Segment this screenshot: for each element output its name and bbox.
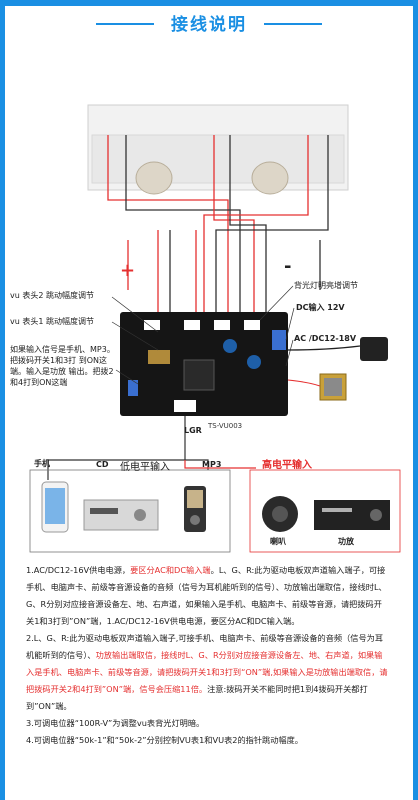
phone-label: 手机 [34, 459, 50, 468]
low-level-input-label: 低电平输入 [120, 462, 170, 473]
vu2-adjust-label: vu 表头2 跳动幅度调节 [10, 291, 94, 300]
positive-terminal-label: + [120, 260, 136, 281]
desc-p2-highlight: 功放输出端取信，接线时L、G、R分别对应接音源设备左、地、右声道，如果输入是手机… [26, 650, 388, 694]
vu1-adjust-label: vu 表头1 跳动幅度调节 [10, 317, 94, 326]
negative-terminal-label: - [284, 256, 292, 277]
vu-meter-left-knob [135, 161, 173, 195]
description-block: 1.AC/DC12-16V供电电源，要区分AC和DC输入端。L、G、R:此为驱动… [26, 562, 390, 749]
dip-switch-note: 如果输入信号是手机、MP3。把拨码开关1和3打 到ON这端。输入是功放 输出。把… [10, 345, 115, 387]
wiring-diagram: + - TS-VU003 vu 表头2 跳动幅度调节 vu 表头1 跳动幅度调节… [8, 50, 410, 560]
backlight-adjust-label: 背光灯明亮增调节 [294, 281, 358, 290]
mp3-label: MP3 [202, 460, 222, 469]
board-model-label: TS-VU003 [208, 422, 243, 430]
high-level-input-label: 高电平输入 [262, 460, 312, 471]
ac-input-label: AC /DC12-18V [294, 334, 357, 343]
cd-label: CD [96, 460, 109, 469]
power-adapter [360, 337, 388, 361]
title-rule-right [264, 23, 322, 25]
description-para-1: 1.AC/DC12-16V供电电源，要区分AC和DC输入端。L、G、R:此为驱动… [26, 562, 390, 630]
desc-p1-rest: 。L、G、R:此为驱动电板双声道输入端子，可接手机、电脑声卡、前级等音源设备的音… [26, 565, 387, 626]
title-rule-left [96, 23, 154, 25]
top-accent-bar [0, 0, 418, 6]
amplifier-label: 功放 [338, 537, 354, 546]
page-title: 接线说明 [171, 15, 247, 35]
lgr-label: LGR [184, 426, 202, 435]
speaker-label: 喇叭 [270, 537, 286, 546]
high-input-frame [249, 469, 401, 553]
description-para-2: 2.L、G、R:此为驱动电板双声道输入端子,可接手机、电脑声卡、前级等音源设备的… [26, 630, 390, 715]
cd-player-device [83, 499, 159, 531]
desc-p2-text: 2.L、G、R:此为驱动电板双声道输入端子,可接手机、电脑声卡、前级等音源设备的… [26, 633, 384, 660]
desc-p1-text: 1.AC/DC12-16V供电电源， [26, 565, 131, 575]
description-para-3: 3.可调电位器“100R-V”为调整vu表背光灯明暗。 [26, 718, 205, 728]
lgr-connector [174, 400, 196, 412]
vu-meter-right-knob [251, 161, 289, 195]
dip-switch [272, 330, 286, 350]
low-input-frame [29, 469, 231, 553]
desc-p2-note: 注意:拨码开关不能同时把1到4拨码开关都打到”ON”端。 [26, 684, 368, 711]
dc-input-label: DC输入 12V [296, 303, 345, 312]
description-para-4: 4.可调电位器“50k-1”和“50k-2”分别控制VU表1和VU表2的指针跳动… [26, 735, 303, 745]
wiring-diagram-art [29, 104, 401, 553]
desc-p1-highlight: 要区分AC和DC输入端 [130, 565, 211, 575]
